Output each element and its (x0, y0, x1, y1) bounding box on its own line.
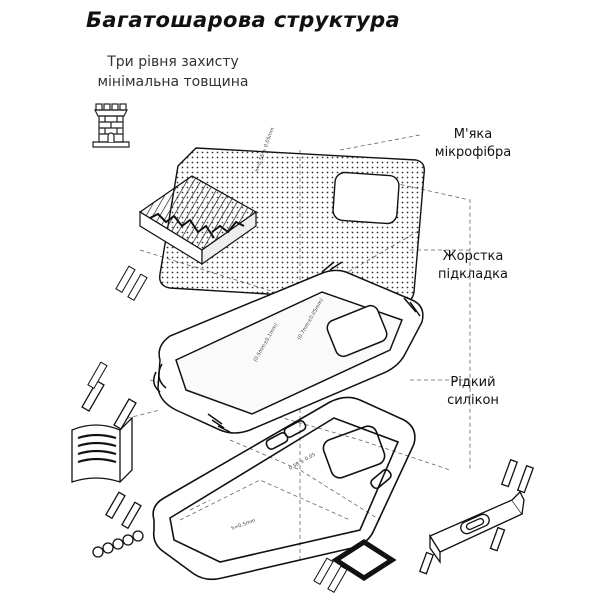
camera-ring-detail (331, 539, 397, 581)
bumper-detail (71, 380, 137, 483)
tower-icon (92, 103, 130, 148)
svg-text:h=0.5mm: h=0.5mm (231, 518, 257, 532)
microfiber-swatch (138, 175, 258, 266)
label-hard-shell-line-1: Жорстка (442, 249, 504, 264)
dimension-tags (87, 265, 348, 593)
label-silicone: Рідкий силікон (418, 374, 528, 410)
page-subtitle: Три рівня захисту мінімальна товщина (88, 52, 258, 92)
label-microfiber-line-1: М'яка (453, 127, 493, 142)
side-button-detail (418, 458, 535, 575)
subtitle-line-2: мінімальна товщина (97, 74, 249, 90)
hard-shell-layer: (0.5mm±0.1mm) (0.7mm±0.05mm) (153, 261, 424, 434)
label-microfiber: М'яка мікрофібра (418, 126, 528, 162)
label-hard-shell: Жорстка підкладка (418, 248, 528, 284)
microfiber-layer: h=0.55 ± 0.05mm (159, 127, 426, 303)
svg-text:0.58 ± 0.05: 0.58 ± 0.05 (288, 452, 317, 472)
button-detail (92, 491, 144, 558)
page-title: Багатошарова структура (86, 8, 401, 32)
label-hard-shell-line-2: підкладка (437, 267, 509, 282)
label-silicone-line-1: Рідкий (450, 375, 496, 390)
label-microfiber-line-2: мікрофібра (434, 145, 512, 160)
subtitle-line-1: Три рівня захисту (107, 54, 239, 70)
label-silicone-line-2: силікон (447, 393, 499, 408)
